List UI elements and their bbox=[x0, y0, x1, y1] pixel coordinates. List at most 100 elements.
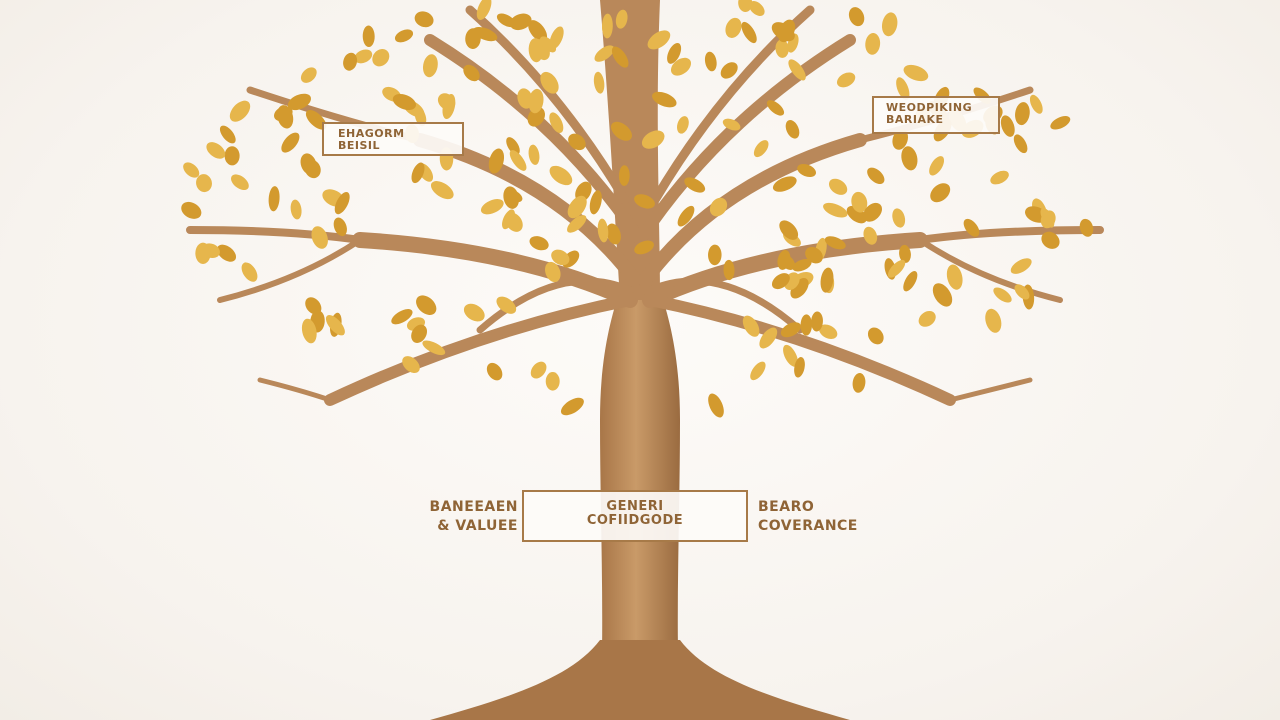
leaf bbox=[704, 51, 717, 72]
tree-branch bbox=[947, 377, 1033, 403]
tree-leaves bbox=[181, 0, 1094, 418]
leaf bbox=[677, 116, 689, 134]
leaf bbox=[551, 249, 570, 266]
leaf bbox=[824, 236, 846, 250]
leaf bbox=[892, 128, 908, 150]
center-label-line2: COFIIDGODE bbox=[586, 512, 684, 528]
leaf bbox=[892, 208, 906, 228]
leaf bbox=[496, 296, 517, 314]
leaf bbox=[392, 93, 417, 111]
leaf bbox=[771, 273, 790, 290]
leaf bbox=[903, 271, 918, 292]
leaf bbox=[865, 33, 881, 55]
leaf bbox=[863, 226, 878, 245]
leaf bbox=[528, 20, 548, 42]
tree-branch bbox=[257, 377, 333, 403]
leaf bbox=[465, 28, 481, 49]
leaf bbox=[394, 29, 414, 43]
leaf bbox=[181, 201, 202, 219]
leaf bbox=[741, 21, 757, 44]
leaf bbox=[611, 46, 629, 68]
leaf bbox=[780, 322, 801, 338]
leaf bbox=[887, 259, 906, 278]
leaf bbox=[863, 202, 882, 222]
leaf bbox=[305, 110, 327, 130]
leaf bbox=[530, 361, 547, 379]
leaf bbox=[794, 357, 805, 378]
leaf bbox=[568, 133, 586, 151]
tree-branches bbox=[186, 5, 1104, 406]
leaf bbox=[647, 30, 671, 50]
leaf bbox=[281, 132, 300, 153]
leaf bbox=[670, 57, 692, 76]
upper-left-label-line1: EHAGORM bbox=[338, 127, 405, 140]
leaf bbox=[720, 62, 738, 79]
leaf bbox=[219, 125, 236, 144]
leaf bbox=[615, 9, 628, 29]
leaf bbox=[206, 142, 226, 159]
leaf bbox=[325, 315, 345, 336]
leaf bbox=[852, 373, 866, 393]
leaf bbox=[788, 59, 806, 81]
leaf bbox=[946, 264, 963, 290]
leaf bbox=[708, 393, 724, 418]
leaf bbox=[504, 189, 523, 203]
leaf bbox=[567, 195, 587, 219]
leaf bbox=[488, 148, 505, 174]
leaf bbox=[684, 177, 706, 193]
leaf bbox=[486, 362, 503, 381]
leaf bbox=[779, 254, 796, 270]
tree-branch bbox=[642, 232, 928, 308]
leaf bbox=[597, 218, 609, 243]
leaf bbox=[273, 106, 293, 122]
tree-branch bbox=[476, 277, 634, 334]
leaf bbox=[708, 244, 722, 266]
leaf bbox=[300, 67, 317, 83]
leaf bbox=[932, 283, 953, 307]
leaf bbox=[414, 11, 434, 28]
leaf bbox=[343, 52, 358, 71]
leaf bbox=[589, 190, 602, 215]
left-side-label: BANEEAEN & VALUEE bbox=[424, 498, 518, 536]
leaf bbox=[918, 311, 936, 327]
leaf bbox=[311, 226, 328, 249]
leaf bbox=[437, 93, 456, 110]
leaf bbox=[416, 295, 437, 315]
leaf bbox=[1014, 284, 1030, 300]
leaf bbox=[201, 243, 220, 259]
leaf bbox=[929, 156, 945, 176]
leaf bbox=[766, 100, 785, 116]
right-label-line1: BEARO bbox=[758, 499, 815, 515]
leaf bbox=[749, 1, 765, 16]
leaf bbox=[549, 112, 564, 133]
tree-roots bbox=[430, 640, 850, 720]
leaf bbox=[903, 64, 929, 82]
leaf bbox=[300, 153, 317, 175]
leaf bbox=[224, 146, 240, 166]
upper-right-label-box: WEODPIKING BARIAKE bbox=[872, 96, 1000, 134]
leaf bbox=[402, 356, 420, 374]
leaf bbox=[391, 309, 413, 325]
leaf bbox=[867, 327, 884, 345]
tree-branch bbox=[352, 232, 638, 308]
tree-branch bbox=[424, 34, 646, 246]
leaf bbox=[549, 165, 573, 186]
leaf bbox=[1079, 218, 1094, 237]
leaf bbox=[993, 287, 1012, 303]
leaf bbox=[771, 22, 795, 42]
leaf bbox=[641, 130, 665, 149]
leaf bbox=[528, 38, 543, 63]
center-label-box: GENERI COFIIDGODE bbox=[522, 490, 748, 542]
leaf bbox=[785, 120, 800, 139]
leaf bbox=[305, 297, 322, 315]
leaf bbox=[606, 223, 621, 245]
leaf bbox=[611, 121, 632, 141]
leaf bbox=[738, 0, 753, 13]
leaf bbox=[709, 197, 728, 217]
leaf bbox=[290, 199, 302, 220]
leaf bbox=[506, 137, 520, 155]
leaf bbox=[759, 327, 778, 349]
leaf bbox=[723, 259, 735, 281]
leaf bbox=[545, 371, 560, 391]
